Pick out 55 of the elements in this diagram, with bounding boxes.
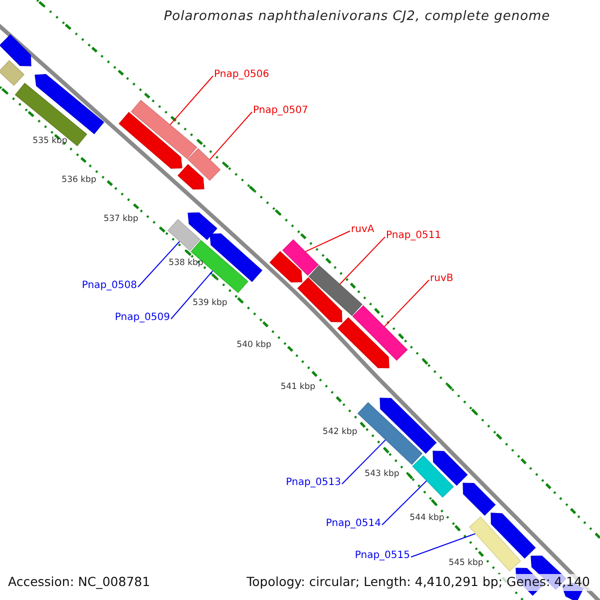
gene-bar	[432, 450, 468, 486]
leader-line	[138, 240, 180, 288]
gene-label: ruvB	[430, 274, 454, 284]
gene-bar	[490, 512, 536, 559]
leader-line	[342, 439, 386, 484]
scale-label: 541 kbp	[280, 382, 316, 392]
gene-bar	[178, 164, 204, 190]
gene-bar	[380, 398, 437, 454]
leader-line	[382, 480, 428, 526]
gene-label: Pnap_0507	[253, 106, 308, 116]
gene-bar	[0, 34, 32, 66]
gene-bar	[34, 74, 104, 134]
gene-bar	[269, 251, 302, 282]
gene-bar	[469, 516, 521, 572]
gene-label: Pnap_0508	[82, 281, 137, 291]
leader-line	[339, 236, 386, 285]
gene-bar	[308, 265, 362, 316]
leader-line	[170, 270, 214, 320]
leader-line	[209, 112, 252, 160]
gene-bar	[210, 233, 262, 282]
gene-label: ruvA	[351, 225, 374, 235]
gene-bar	[168, 219, 200, 251]
gene-bar	[412, 455, 454, 498]
scale-label: 538 kbp	[168, 258, 204, 268]
leader-line	[410, 533, 476, 558]
gene-bar	[297, 277, 342, 322]
gene-label: Pnap_0513	[286, 478, 341, 488]
gene-label: Pnap_0509	[114, 313, 170, 323]
scale-label: 535 kbp	[32, 136, 68, 146]
gene-bar	[0, 60, 25, 86]
gene-label: Pnap_0506	[214, 70, 270, 80]
gene-bar	[352, 305, 408, 361]
gene-label: Pnap_0515	[354, 551, 410, 561]
scale-label: 539 kbp	[192, 298, 228, 308]
scale-label: 544 kbp	[410, 514, 444, 522]
leader-line	[304, 230, 350, 252]
scale-label: 540 kbp	[236, 340, 272, 350]
scale-label: 542 kbp	[322, 428, 358, 436]
footer-text: Topology: circular; Length: 4,410,291 bp; Genes: 4,140	[244, 574, 592, 590]
gene-label: Pnap_0514	[326, 519, 381, 529]
gene-bar	[187, 148, 221, 181]
gene-bar	[118, 112, 182, 169]
gene-bar	[14, 82, 88, 146]
gene-bar	[130, 100, 198, 160]
title: Polaromonas naphthalenivorans CJ2, complete genome	[162, 10, 552, 23]
gene-bar	[337, 317, 390, 368]
scale-label: 536 kbp	[62, 176, 96, 184]
scale-label: 545 kbp	[448, 558, 484, 568]
leader-line	[384, 280, 430, 328]
scale-label: 543 kbp	[364, 470, 400, 478]
scale-label: 537 kbp	[104, 214, 138, 224]
gene-bar	[357, 402, 423, 465]
gene-label: Pnap_0511	[386, 231, 442, 241]
gene-bar	[282, 239, 319, 276]
leader-line	[170, 76, 214, 126]
